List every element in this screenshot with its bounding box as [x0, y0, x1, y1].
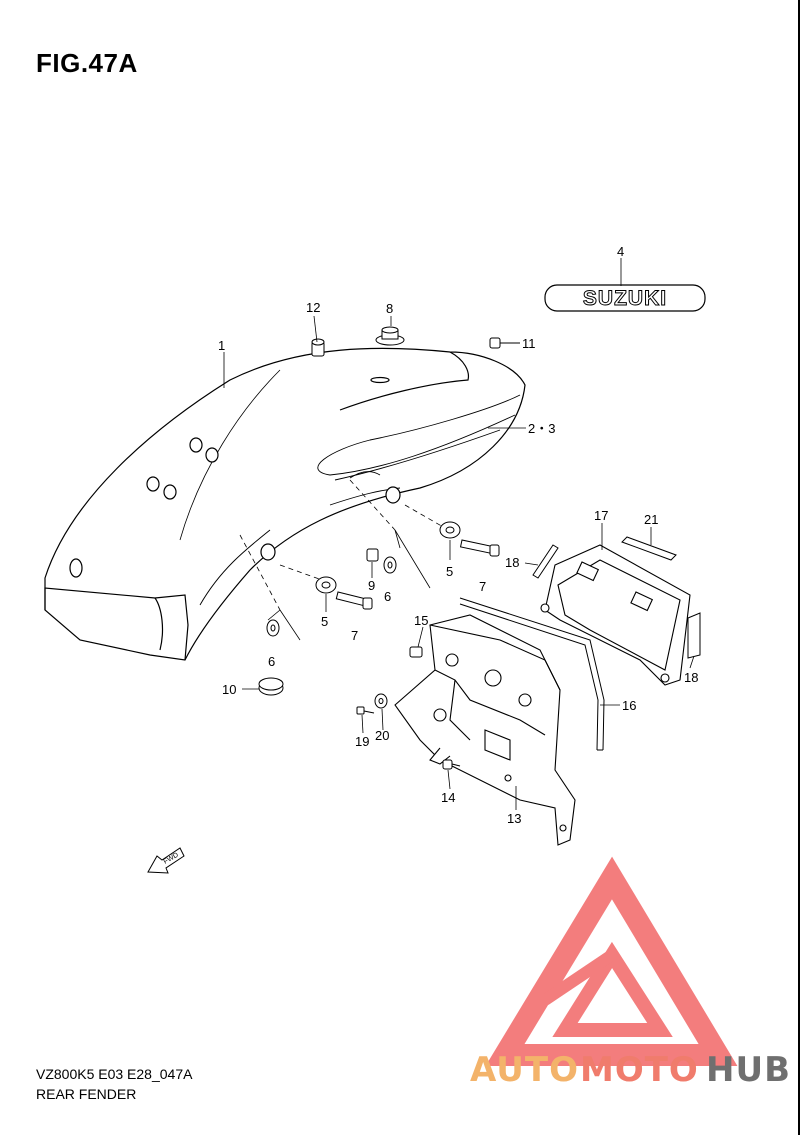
leader-lines	[267, 529, 431, 641]
callout-leaders	[223, 258, 695, 810]
callout-labels: 1 2・3 4 5 5 6 6 7 7 8 9 10 11 12 13 14 1…	[218, 244, 698, 826]
callout-16: 16	[622, 698, 636, 713]
callout-5a: 5	[446, 564, 453, 579]
part-13-main-bracket	[394, 614, 576, 846]
part-17-plate-bracket	[540, 544, 691, 686]
part-20-washer	[374, 693, 388, 709]
callout-11: 11	[522, 336, 536, 351]
callout-2-3: 2・3	[528, 421, 555, 436]
watermark-word-2: MOTO	[580, 1050, 699, 1090]
part-8-grommet	[375, 326, 405, 346]
callout-14: 14	[441, 790, 455, 805]
callout-9: 9	[368, 578, 375, 593]
watermark-word-1: AUTO	[470, 1050, 579, 1090]
figure-title: FIG.47A	[36, 48, 138, 78]
callout-18b: 18	[684, 670, 698, 685]
callout-10: 10	[222, 682, 236, 697]
fwd-arrow-icon: FWD	[147, 847, 185, 874]
callout-6a: 6	[384, 589, 391, 604]
callout-18a: 18	[505, 555, 519, 570]
callout-5b: 5	[321, 614, 328, 629]
figure-code: VZ800K5 E03 E28_047A	[36, 1066, 193, 1082]
callout-17: 17	[594, 508, 608, 523]
callout-7b: 7	[351, 628, 358, 643]
rear-fender-part	[44, 347, 526, 661]
callout-21: 21	[644, 512, 658, 527]
watermark-logo	[485, 856, 738, 1066]
emblem-text: SUZUKI	[583, 287, 667, 310]
part-19-screw	[356, 706, 375, 715]
watermark-word-3: HUB	[706, 1050, 791, 1090]
callout-8: 8	[386, 301, 393, 316]
callout-12: 12	[306, 300, 320, 315]
part-9-nut	[366, 548, 379, 562]
part-7-bolt	[335, 539, 500, 610]
callout-20: 20	[375, 728, 389, 743]
assembly-guide-lines	[239, 479, 446, 611]
callout-13: 13	[507, 811, 521, 826]
callout-7a: 7	[479, 579, 486, 594]
part-12-nut	[311, 338, 325, 357]
part-14-bolt	[442, 759, 461, 770]
part-15-clamp	[409, 646, 423, 658]
part-18-reflector	[532, 544, 701, 659]
callout-19: 19	[355, 734, 369, 749]
part-6-washer	[266, 556, 397, 637]
part-5-collar	[315, 521, 461, 594]
callout-4: 4	[617, 244, 624, 259]
callout-1: 1	[218, 338, 225, 353]
suzuki-emblem-part: SUZUKI	[544, 284, 706, 312]
part-16-stay	[459, 597, 605, 751]
callout-6b: 6	[268, 654, 275, 669]
part-21-label	[621, 536, 677, 561]
callout-15: 15	[414, 613, 428, 628]
part-10-cap	[258, 677, 284, 696]
figure-name: REAR FENDER	[36, 1086, 137, 1102]
